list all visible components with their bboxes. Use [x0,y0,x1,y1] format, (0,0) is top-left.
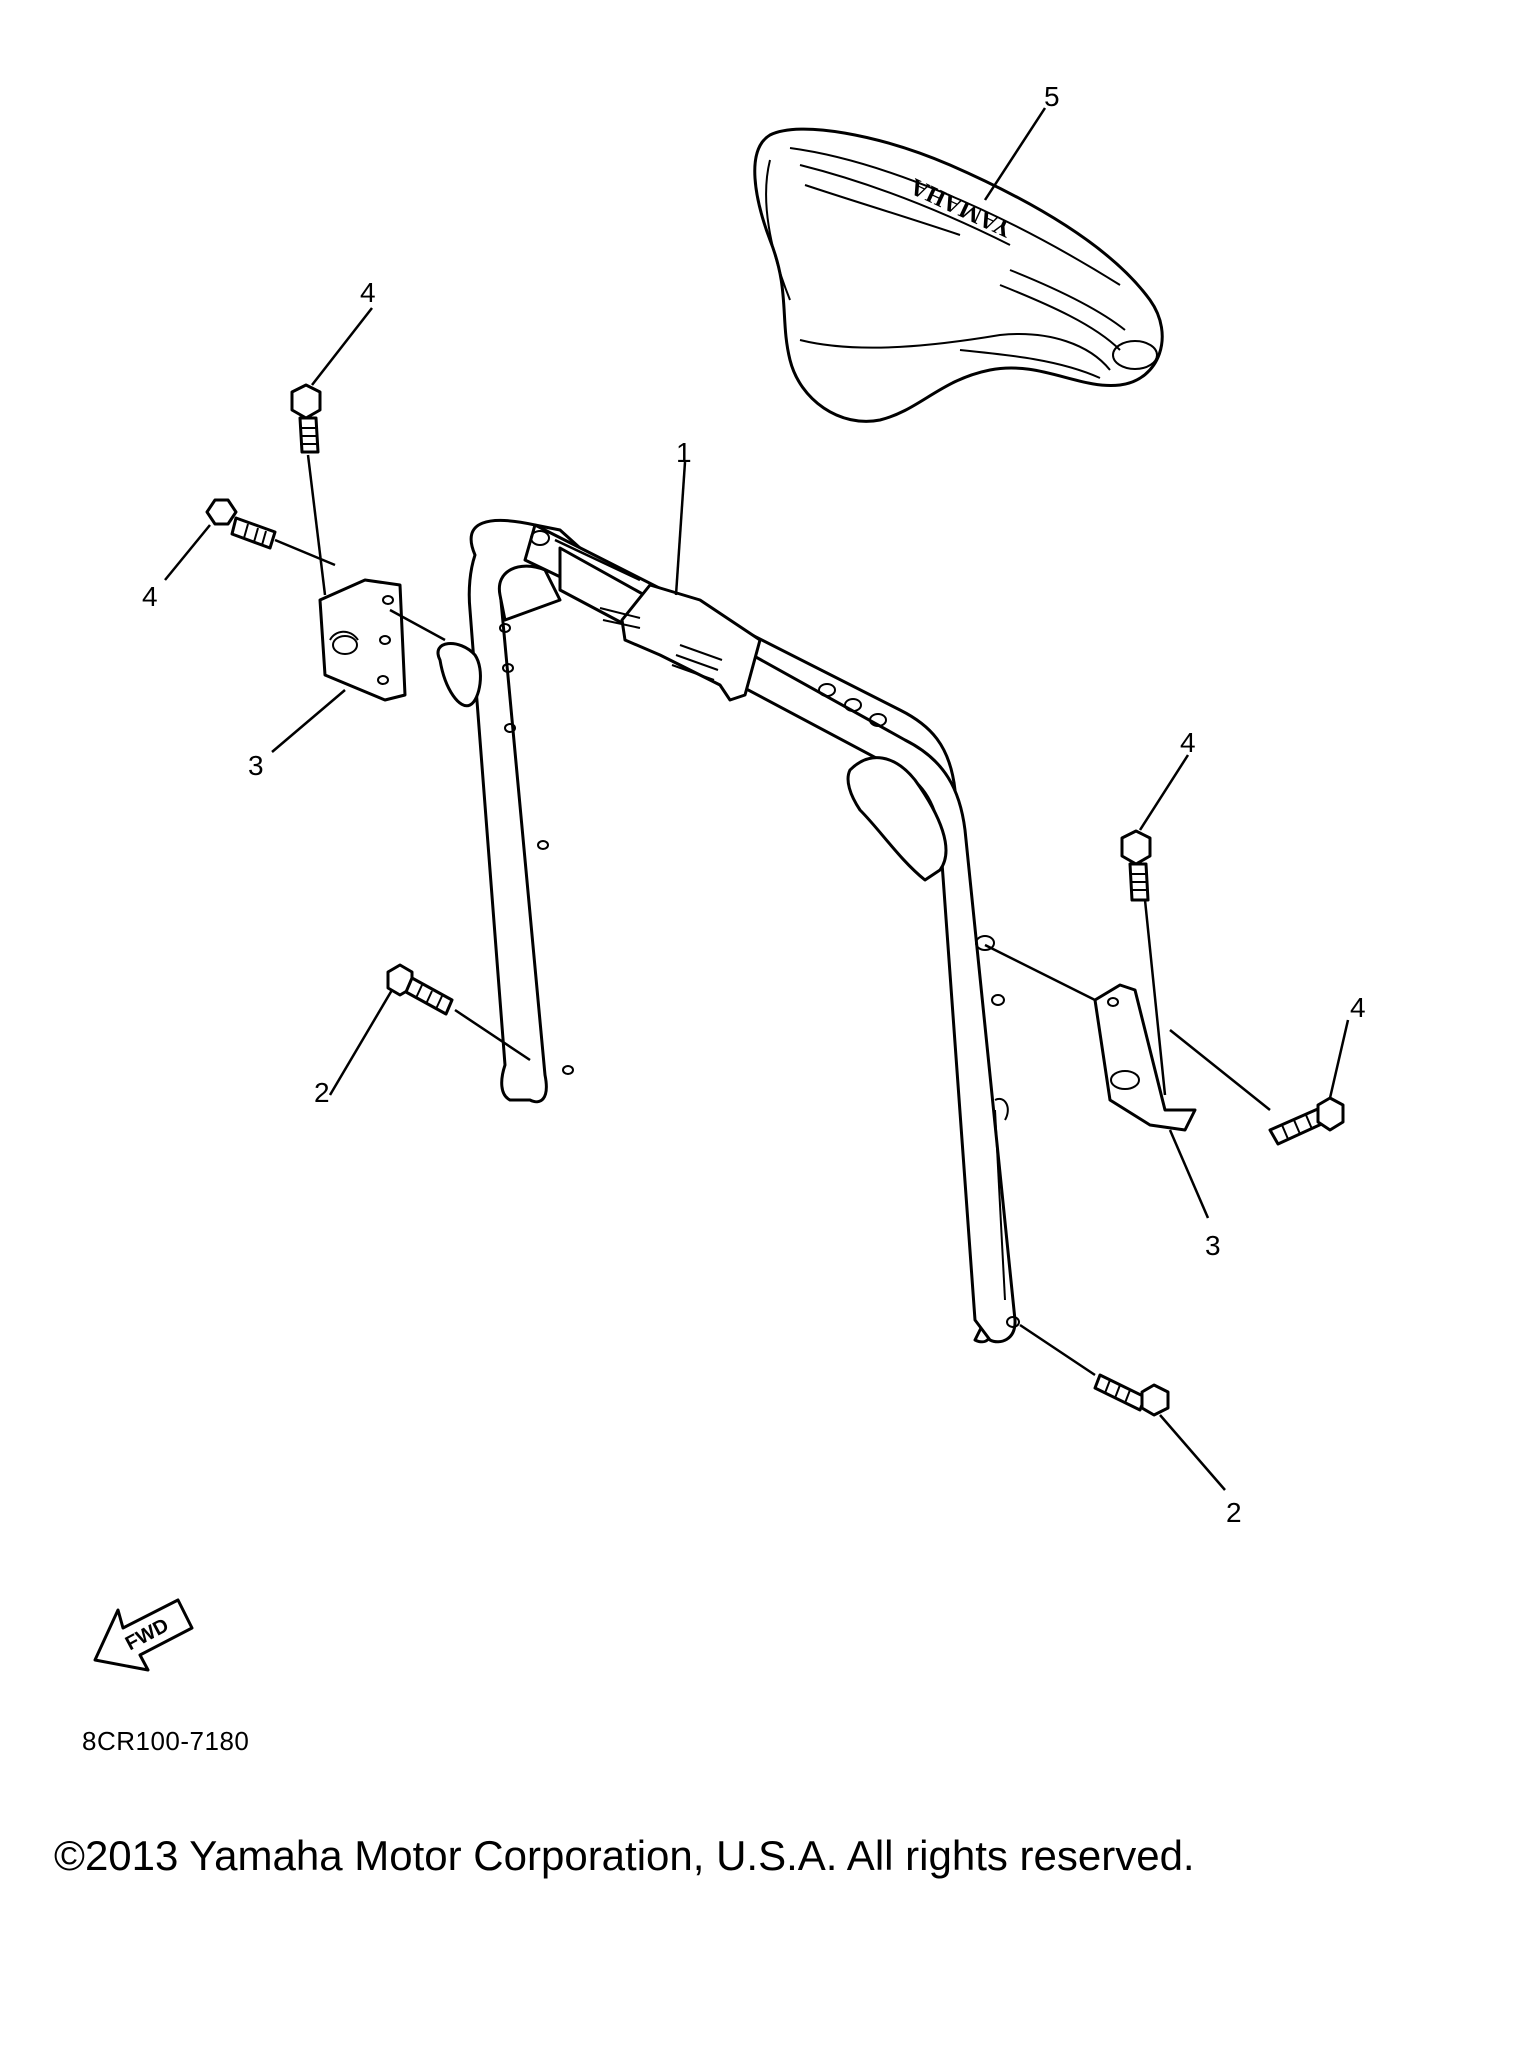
callout-4-right-upper: 4 [1180,727,1196,758]
bolt-4-right-upper [1120,829,1152,902]
leader-lines [164,107,1350,1491]
callout-3-left: 3 [248,750,264,781]
callout-1: 1 [676,437,692,468]
callout-4-right-lower: 4 [1350,992,1366,1023]
bolt-2-left [386,963,454,1016]
diagram-code: 8CR100-7180 [82,1726,250,1756]
bracket-left-part [318,578,407,702]
frame-part [436,518,1020,1344]
callout-2-left: 2 [314,1077,330,1108]
bolt-4-mid-left [205,498,277,550]
callout-5: 5 [1044,81,1060,112]
seat-part: YAMAHA [753,127,1164,423]
copyright-notice: ©2013 Yamaha Motor Corporation, U.S.A. A… [54,1832,1195,1879]
bolt-4-right-lower [1268,1096,1345,1146]
bolt-2-right [1093,1373,1170,1417]
assembly-lines [274,454,1271,1377]
callout-4-top-left: 4 [360,277,376,308]
fwd-arrow-icon: FWD [93,1598,194,1672]
bracket-right-part [1093,983,1197,1132]
callout-3-right: 3 [1205,1230,1221,1261]
callout-2-right: 2 [1226,1497,1242,1528]
callout-4-mid-left: 4 [142,581,158,612]
bolt-4-top-left [290,383,322,454]
